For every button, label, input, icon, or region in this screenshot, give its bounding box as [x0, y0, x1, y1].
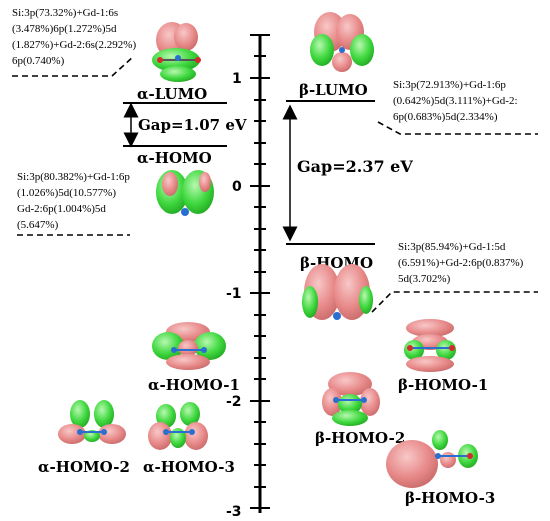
beta-lumo-composition: Si:3p(72.913%)+Gd-1:6p (0.642%)5d(3.111%… [393, 79, 518, 123]
tick-label-1: 1 [232, 71, 242, 87]
beta-homo2-orbital [322, 372, 380, 426]
composition-line: (3.478%)6p(1.272%)5d [12, 23, 117, 35]
beta-homo-leader [371, 291, 538, 313]
beta-homo1-orbital [404, 319, 456, 372]
composition-line: (6.591%)+Gd-2:6p(0.837%) [398, 257, 524, 269]
alpha-homo-orbital [156, 170, 214, 216]
beta-homo-composition: Si:3p(85.94%)+Gd-1:5d (6.591%)+Gd-2:6p(0… [398, 241, 524, 285]
beta-lumo-leader [377, 121, 538, 135]
beta-lumo-orbital [310, 12, 374, 72]
beta-homo1-label: β-HOMO-1 [398, 376, 488, 394]
axis-ticks [250, 34, 270, 509]
alpha-homo2-label: α-HOMO-2 [38, 458, 130, 476]
composition-line: Gd-2:6p(1.004%)5d [17, 203, 106, 215]
alpha-homo3-orbital [148, 402, 208, 450]
composition-line: (0.642%)5d(3.111%)+Gd-2: [393, 95, 518, 107]
alpha-homo-label: α-HOMO [137, 149, 212, 167]
composition-line: Si:3p(80.382%)+Gd-1:6p [17, 171, 130, 183]
beta-homo2-label: β-HOMO-2 [315, 429, 405, 447]
tick-label-0: 0 [232, 179, 242, 195]
beta-homo-orbital [302, 264, 373, 320]
composition-line: (1.827%)+Gd-2:6s(2.292%) [12, 39, 136, 51]
alpha-homo1-label: α-HOMO-1 [148, 376, 240, 394]
tick-label-minus1: -1 [226, 286, 242, 302]
alpha-lumo-composition: Si:3p(73.32%)+Gd-1:6s (3.478%)6p(1.272%)… [12, 7, 136, 67]
beta-lumo-label: β-LUMO [299, 81, 368, 99]
composition-line: Si:3p(73.32%)+Gd-1:6s [12, 7, 118, 19]
tick-label-minus2: -2 [226, 394, 242, 410]
composition-line: 5d(3.702%) [398, 273, 451, 285]
beta-gap-label: Gap=2.37 eV [297, 157, 413, 176]
alpha-lumo-leader [12, 55, 135, 77]
composition-line: Si:3p(85.94%)+Gd-1:5d [398, 241, 506, 253]
alpha-lumo-orbital [152, 22, 201, 82]
alpha-homo2-orbital [58, 400, 126, 444]
alpha-homo3-label: α-HOMO-3 [143, 458, 235, 476]
composition-line: (5.647%) [17, 219, 59, 231]
beta-homo3-label: β-HOMO-3 [405, 489, 495, 507]
composition-line: 6p(0.740%) [12, 55, 65, 67]
composition-line: 6p(0.683%)5d(2.334%) [393, 111, 498, 123]
alpha-homo-composition: Si:3p(80.382%)+Gd-1:6p (1.026%)5d(10.577… [17, 171, 130, 231]
tick-label-minus3: -3 [226, 504, 242, 520]
alpha-homo1-orbital [152, 322, 226, 370]
alpha-lumo-label: α-LUMO [137, 85, 207, 103]
composition-line: (1.026%)5d(10.577%) [17, 187, 116, 199]
beta-homo3-orbital [386, 430, 478, 488]
alpha-gap-label: Gap=1.07 eV [138, 116, 247, 134]
composition-line: Si:3p(72.913%)+Gd-1:6p [393, 79, 506, 91]
